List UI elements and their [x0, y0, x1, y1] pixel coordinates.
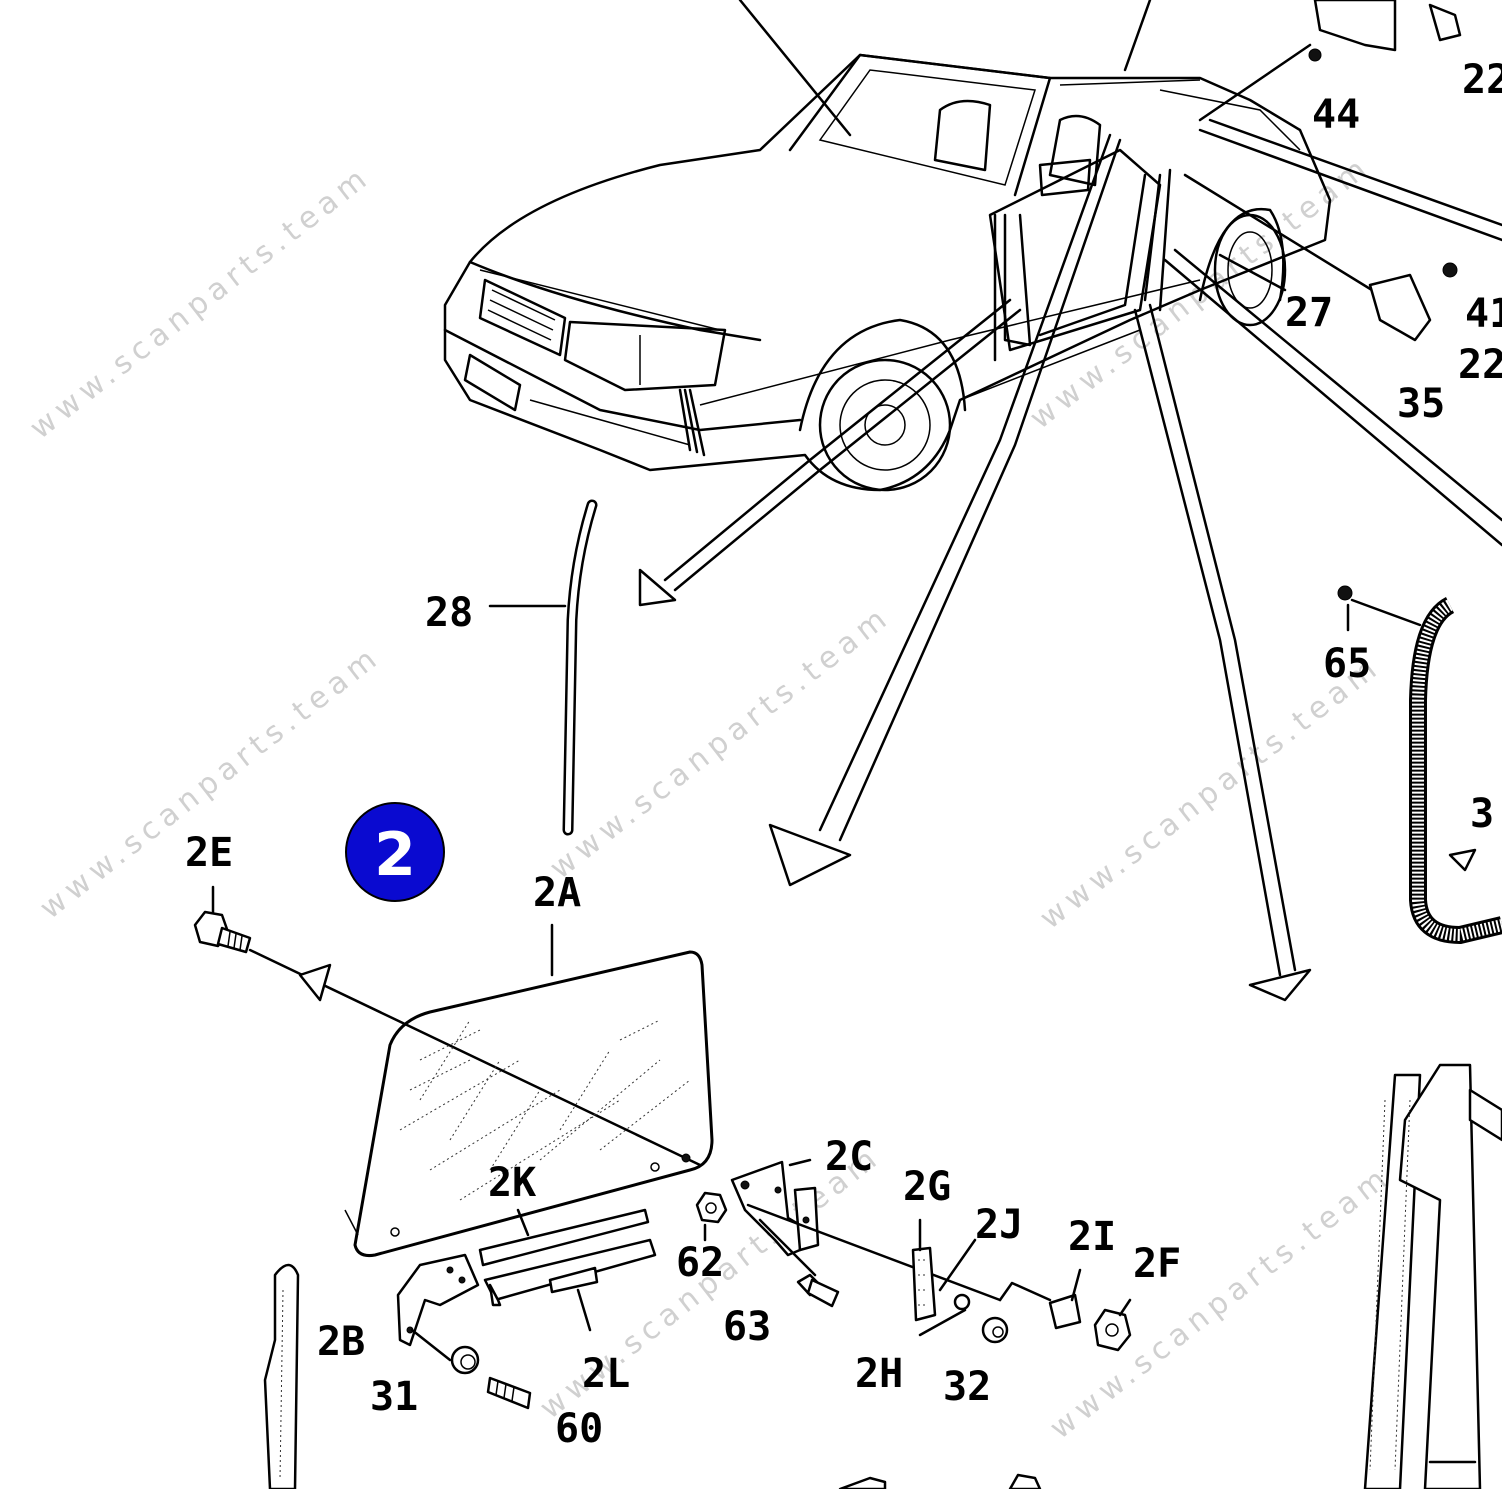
bushing-32	[981, 1316, 1009, 1344]
seal-part-3	[1337, 585, 1502, 945]
watermark: www.scanparts.team	[33, 639, 387, 927]
callout-44: 44	[1312, 92, 1360, 138]
callout-2L: 2L	[582, 1351, 630, 1397]
callout-2J: 2J	[975, 1202, 1023, 1248]
arrow-head	[768, 823, 852, 887]
callout-2B: 2B	[317, 1319, 365, 1365]
callout-2C: 2C	[825, 1134, 873, 1180]
callout-22: 22	[1462, 57, 1502, 103]
door-glass-2A	[344, 923, 714, 1257]
callout-28: 28	[425, 590, 473, 636]
watermark: www.scanparts.team	[1033, 649, 1387, 937]
callout-60: 60	[555, 1406, 603, 1452]
section-badge-label: 2	[374, 820, 416, 890]
washer-2H	[918, 1293, 971, 1337]
leader-2J	[938, 1238, 977, 1292]
leader-arrows	[638, 0, 1502, 1002]
callout-2E: 2E	[185, 830, 233, 876]
partial-part	[1008, 1473, 1042, 1491]
car-convertible-drawing	[443, 53, 1332, 492]
bracket-2C	[730, 1158, 820, 1257]
bolt-2E	[193, 885, 702, 1167]
plate-2G	[911, 1218, 937, 1322]
partial-part	[838, 1476, 887, 1491]
callout-2H: 2H	[855, 1351, 903, 1397]
bolt-63	[758, 1218, 840, 1308]
callout-35: 35	[1397, 381, 1445, 427]
callout-2G: 2G	[903, 1164, 951, 1210]
callout-31: 31	[370, 1374, 418, 1420]
section-badge: 2	[345, 802, 445, 902]
hinge-bracket-part	[1308, 0, 1462, 342]
callout-2A: 2A	[533, 870, 581, 916]
callout-41: 41	[1465, 291, 1502, 337]
callout-62: 62	[676, 1240, 724, 1286]
watermark: www.scanparts.team	[23, 159, 377, 447]
callout-63: 63	[723, 1304, 771, 1350]
arrow-head	[1248, 968, 1312, 1002]
callout-2K: 2K	[488, 1160, 536, 1206]
spacer-2I	[1048, 1268, 1082, 1330]
seal-strip-left	[263, 1263, 300, 1491]
callout-65: 65	[1323, 641, 1371, 687]
watermark: www.scanparts.team	[543, 599, 897, 887]
arrow-head	[638, 568, 677, 607]
rod-end	[998, 1281, 1052, 1302]
callout-27: 27	[1285, 290, 1333, 336]
window-channel-part	[1363, 1063, 1502, 1491]
seal-strip-28	[488, 499, 598, 836]
callout-32: 32	[943, 1364, 991, 1410]
callout-2F: 2F	[1133, 1241, 1181, 1287]
callout-22: 22	[1458, 342, 1502, 388]
bracket-2B	[396, 1253, 532, 1410]
lift-channel-2K-2L	[478, 1208, 657, 1332]
callout-3: 3	[1470, 791, 1494, 837]
nut-62	[695, 1191, 728, 1242]
callout-2I: 2I	[1068, 1214, 1116, 1260]
nut-2F	[1093, 1298, 1132, 1352]
watermark: www.scanparts.team	[1043, 1159, 1397, 1447]
callout-labels: 28 2E 2A 2K 2C 2G 2J 2I 2F 62 63 2H 32 2…	[185, 57, 1502, 1452]
guide-rod	[746, 1203, 1002, 1302]
